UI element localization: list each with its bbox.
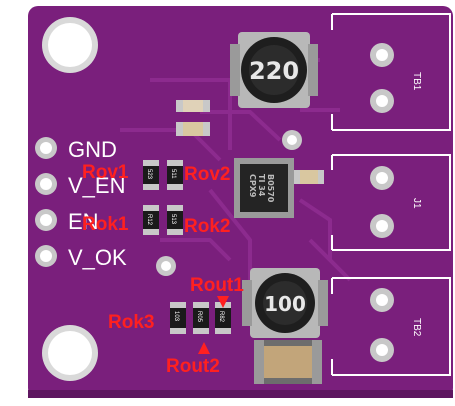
rout1-arrow (217, 296, 229, 308)
annotation-rout2: Rout2 (166, 356, 220, 377)
resistor-r7: R82 (215, 302, 231, 334)
resistor-r4-marking: 513 (170, 214, 176, 225)
pcb-edge-shadow (28, 390, 453, 398)
connector-label-tb1: TB1 (411, 72, 422, 91)
mounting-hole-bottom (42, 325, 98, 381)
test-point-upper (282, 130, 302, 150)
connector-label-j1: J1 (411, 198, 422, 209)
header-pin-en (35, 209, 57, 231)
inductor-bottom: 100 (242, 268, 328, 338)
resistor-r2: 511 (167, 160, 183, 190)
annotation-rok3: Rok3 (108, 312, 154, 333)
annotation-rov2: Rov2 (184, 164, 230, 185)
pin-label-v-en: V_EN (68, 173, 125, 198)
resistor-r1-marking: 523 (146, 169, 152, 180)
resistor-r3: R12 (143, 205, 159, 235)
pin-label-v-ok: V_OK (68, 245, 127, 270)
pin-label-en: EN (68, 209, 99, 234)
resistor-r6-marking: R05 (196, 311, 202, 323)
resistor-r3-marking: R12 (146, 214, 152, 226)
resistor-r1: 523 (143, 160, 159, 190)
resistor-r7-marking: R82 (218, 311, 224, 323)
rout2-arrow (198, 342, 210, 354)
terminal-block-tb1: TB1 (331, 13, 451, 131)
resistor-r6: R05 (193, 302, 209, 334)
annotation-rout1: Rout1 (190, 275, 244, 296)
mounting-hole-top (42, 17, 98, 73)
annotation-rok2: Rok2 (184, 216, 230, 237)
resistor-r2-marking: 511 (170, 169, 176, 179)
resistor-r4: 513 (167, 205, 183, 235)
capacitor-c2 (176, 122, 210, 136)
ic-marking-line2: TI 34 (257, 174, 266, 197)
header-pin-v-ok (35, 245, 57, 267)
ic-marking-line1: B0570 (266, 174, 275, 203)
header-pin-gnd (35, 137, 57, 159)
header-pin-v-en (35, 173, 57, 195)
inductor-top: 220 (230, 32, 318, 108)
regulator-ic: B0570 TI 34 CPX9 (234, 158, 294, 218)
inductor-bottom-marking: 100 (264, 292, 306, 316)
annotation-rov1: Rov1 (82, 162, 129, 183)
capacitor-c1 (176, 100, 210, 112)
terminal-block-j1: J1 (331, 154, 451, 251)
test-point-lower (156, 256, 176, 276)
annotation-rok1: Rok1 (82, 214, 129, 235)
ic-marking-line3: CPX9 (248, 174, 257, 198)
inductor-top-marking: 220 (249, 57, 299, 85)
resistor-r5: 103 (170, 302, 186, 334)
resistor-r5-marking: 103 (173, 311, 179, 322)
connector-label-tb2: TB2 (411, 318, 422, 337)
capacitor-c3 (294, 170, 324, 184)
pin-label-gnd: GND (68, 137, 117, 162)
terminal-block-tb2: TB2 (331, 277, 451, 376)
capacitor-large (254, 340, 322, 384)
